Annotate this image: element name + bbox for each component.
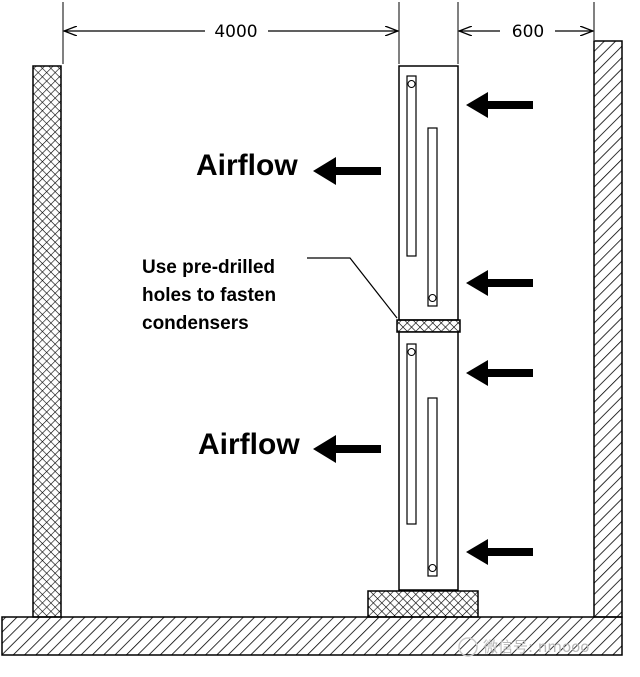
watermark-text: 微信号: nmooo <box>483 638 589 656</box>
annotation-leader-line <box>307 257 398 319</box>
airflow-label-upper: Airflow <box>196 149 298 182</box>
annotation-line-1: Use pre-drilled <box>142 257 275 278</box>
annotation-line-3: condensers <box>142 313 249 334</box>
lower-condenser-slot-left <box>406 343 417 525</box>
floor-slab <box>1 616 623 656</box>
inlet-arrow-4 <box>466 539 533 565</box>
condenser-spacer <box>396 319 461 333</box>
lower-condenser-hole-bottom <box>428 564 437 572</box>
condenser-base-pad <box>367 590 479 618</box>
upper-condenser-slot-right <box>427 127 438 307</box>
upper-condenser-hole-top <box>407 80 416 88</box>
lower-condenser-slot-right <box>427 397 438 577</box>
upper-condenser-slot-left <box>406 75 417 257</box>
inlet-arrow-1 <box>466 92 533 118</box>
outlet-arrow-upper <box>313 157 381 185</box>
inlet-arrow-2 <box>466 270 533 296</box>
wechat-icon <box>458 637 478 657</box>
airflow-label-lower: Airflow <box>198 428 300 461</box>
inlet-arrow-3 <box>466 360 533 386</box>
annotation-line-2: holes to fasten <box>142 285 276 306</box>
dimension-label-right: 600 <box>512 22 544 42</box>
outlet-arrow-lower <box>313 435 381 463</box>
upper-condenser-hole-bottom <box>428 294 437 302</box>
left-wall <box>32 65 62 618</box>
right-wall <box>593 40 623 618</box>
lower-condenser-hole-top <box>407 348 416 356</box>
dimension-label-left: 4000 <box>214 22 257 42</box>
watermark: 微信号: nmooo <box>458 637 589 657</box>
